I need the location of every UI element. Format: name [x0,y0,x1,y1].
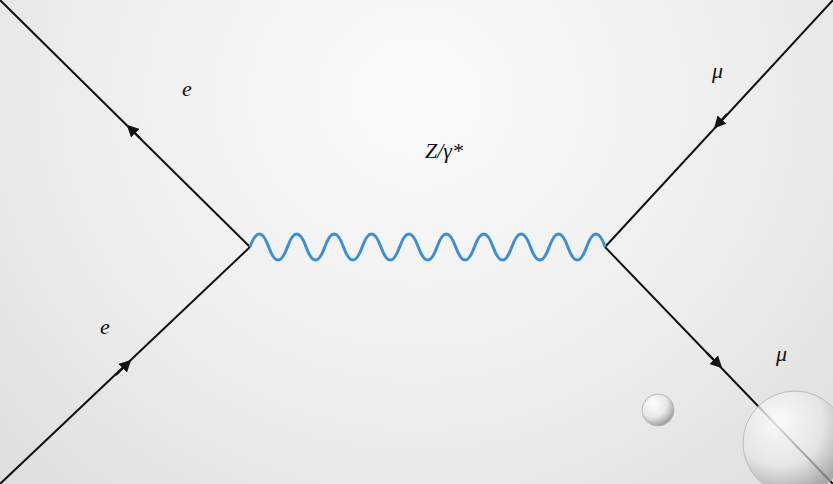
arrow-head [116,364,127,375]
electron-line [0,0,250,247]
arrow-head [707,353,718,364]
particle-label: μ [776,343,787,365]
particle-label: μ [712,60,723,82]
electron-line [0,247,250,484]
arrow-head [131,129,140,138]
arrow-heads [116,114,727,375]
bubble [743,391,833,484]
boson-wave [250,234,605,260]
arrow-head [718,114,727,124]
bubble [642,394,674,426]
particle-label: e [100,316,110,338]
muon-line [605,0,833,247]
particle-label: e [182,78,192,100]
boson-label: Z/γ* [425,140,463,162]
